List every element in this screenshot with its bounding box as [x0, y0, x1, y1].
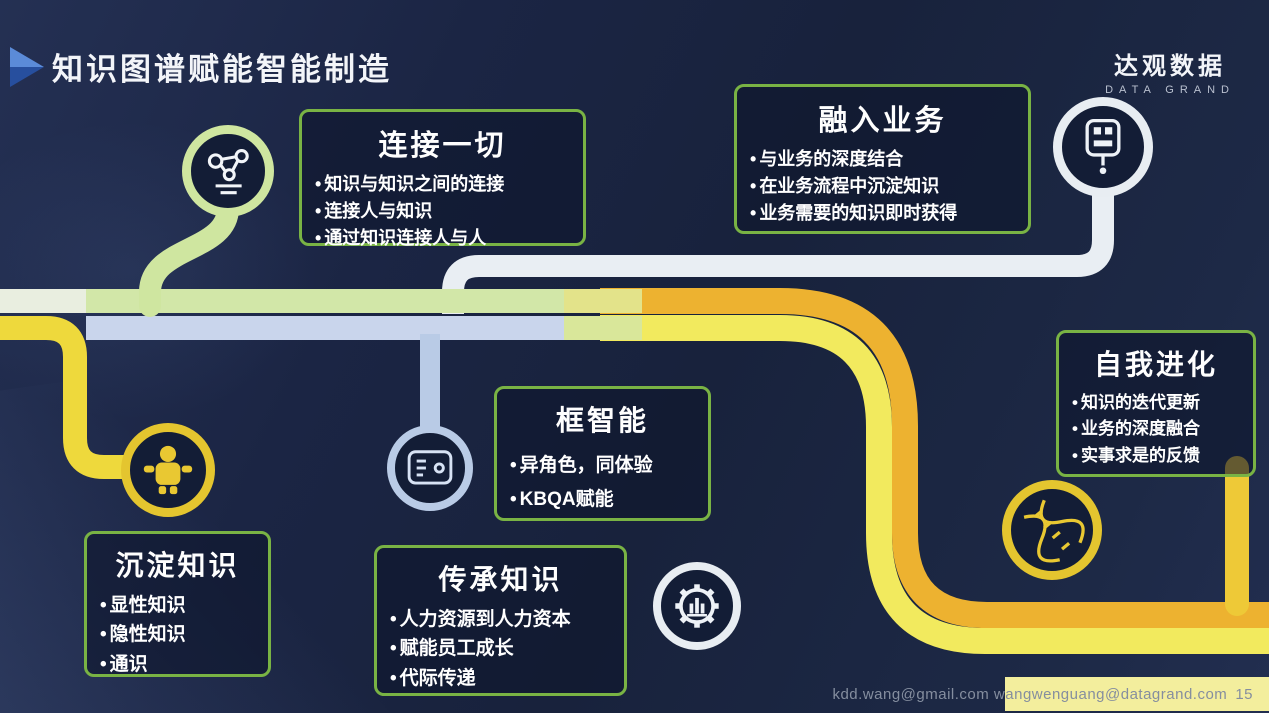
card-bullets: 显性知识 隐性知识 通识: [100, 591, 255, 679]
card-title: 沉淀知识: [115, 550, 240, 581]
network-graph-glyph: [207, 148, 249, 195]
logo: 达观数据 DATA GRAND: [1105, 46, 1235, 96]
bullet: 赋能员工成长: [390, 634, 611, 663]
bullet: 显性知识: [100, 591, 255, 620]
bullet: 知识与知识之间的连接: [315, 171, 570, 198]
gear-factory-icon: [653, 562, 741, 650]
gear-factory-glyph: [675, 584, 719, 628]
logo-name: 达观数据: [1114, 53, 1227, 80]
path-green-stem: [139, 197, 239, 317]
robot-figure-icon: [121, 423, 215, 517]
footer-contacts: kdd.wang@gmail.com wangwenguang@datagran…: [832, 686, 1228, 703]
bullet: 知识的迭代更新: [1072, 390, 1240, 416]
bullet: 在业务流程中沉淀知识: [750, 173, 1015, 200]
iot-device-icon: [1053, 97, 1153, 197]
card-connect-everything: 连接一切 知识与知识之间的连接 连接人与知识 通过知识连接人与人: [299, 109, 586, 248]
bullet: 通过知识连接人与人: [315, 225, 570, 252]
card-title: 框智能: [555, 405, 649, 436]
page-number: 15: [1235, 686, 1253, 703]
card-bullets: 异角色，同体验 KBQA赋能: [510, 449, 695, 517]
card-bullets: 知识的迭代更新 业务的深度融合 实事求是的反馈: [1072, 390, 1240, 469]
path-orange-main: [600, 288, 1269, 628]
path-white-top: [442, 190, 1114, 314]
bullet: 业务的深度融合: [1072, 416, 1240, 442]
screen-glyph: [407, 450, 453, 485]
card-accumulate-knowledge: 沉淀知识 显性知识 隐性知识 通识: [84, 531, 271, 677]
bullet: KBQA赋能: [510, 483, 695, 517]
card-bullets: 人力资源到人力资本 赋能员工成长 代际传递: [390, 605, 611, 693]
bullet: 业务需要的知识即时获得: [750, 200, 1015, 227]
bullet: 代际传递: [390, 664, 611, 693]
path-yellow-elbow: [0, 316, 138, 479]
card-box-intelligence: 框智能 异角色，同体验 KBQA赋能: [494, 386, 711, 521]
bullet: 通识: [100, 650, 255, 679]
card-title: 传承知识: [438, 564, 563, 595]
bullet: 与业务的深度结合: [750, 146, 1015, 173]
logo-tagline: DATA GRAND: [1105, 84, 1235, 96]
card-bullets: 与业务的深度结合 在业务流程中沉淀知识 业务需要的知识即时获得: [750, 146, 1015, 227]
card-inherit-knowledge: 传承知识 人力资源到人力资本 赋能员工成长 代际传递: [374, 545, 627, 696]
bullet: 实事求是的反馈: [1072, 443, 1240, 469]
title-arrow-icon: [10, 46, 44, 87]
path-yellow-main: [600, 315, 1269, 654]
card-title: 连接一切: [378, 130, 507, 162]
dna-helix-glyph: [1023, 499, 1085, 563]
footer: kdd.wang@gmail.com wangwenguang@datagran…: [832, 686, 1253, 703]
page-title: 知识图谱赋能智能制造: [52, 52, 392, 87]
dna-helix-icon: [1002, 480, 1102, 580]
bullet: 异角色，同体验: [510, 449, 695, 483]
robot-figure-glyph: [143, 445, 193, 495]
header: 知识图谱赋能智能制造: [10, 44, 392, 89]
bullet: 隐性知识: [100, 620, 255, 649]
screen-icon: [387, 425, 473, 511]
card-bullets: 知识与知识之间的连接 连接人与知识 通过知识连接人与人: [315, 171, 570, 252]
bullet: 人力资源到人力资本: [390, 605, 611, 634]
card-title: 自我进化: [1093, 349, 1218, 380]
card-title: 融入业务: [818, 105, 947, 137]
iot-device-glyph: [1085, 118, 1121, 175]
card-self-evolution: 自我进化 知识的迭代更新 业务的深度融合 实事求是的反馈: [1056, 330, 1256, 477]
network-graph-icon: [182, 125, 274, 217]
bullet: 连接人与知识: [315, 198, 570, 225]
card-integrate-business: 融入业务 与业务的深度结合 在业务流程中沉淀知识 业务需要的知识即时获得: [734, 84, 1031, 234]
